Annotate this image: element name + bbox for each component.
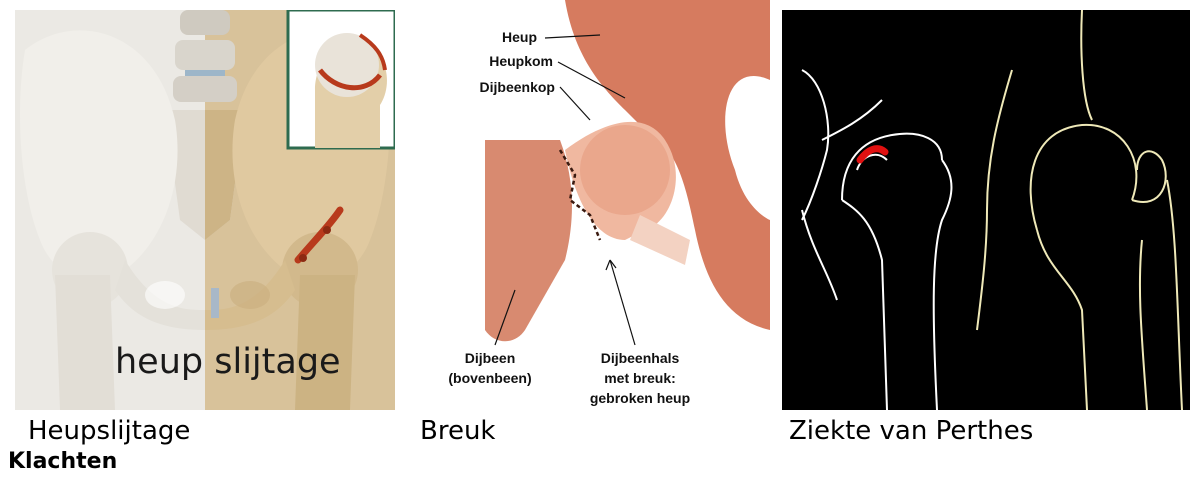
label-met-breuk: met breuk: [604, 370, 676, 386]
label-heupkom: Heupkom [489, 53, 553, 69]
label-dijbeen: Dijbeen [465, 350, 516, 366]
fracture-illustration: Heup Heupkom Dijbeenkop Dijbeen (bovenbe… [425, 0, 770, 420]
label-dijbeenhals: Dijbeenhals [601, 350, 680, 366]
label-heup: Heup [502, 29, 537, 45]
caption-ziekte-van-perthes: Ziekte van Perthes [789, 416, 1033, 446]
label-gebroken-heup: gebroken heup [590, 390, 690, 406]
label-dijbeenkop: Dijbeenkop [480, 79, 555, 95]
arthritis-image-label: heup slijtage [115, 342, 341, 382]
caption-breuk: Breuk [420, 416, 496, 446]
caption-heupslijtage: Heupslijtage [28, 416, 190, 446]
perthes-image [782, 10, 1190, 410]
label-bovenbeen: (bovenbeen) [448, 370, 531, 386]
section-heading: Klachten [8, 449, 117, 474]
perthes-xray-drawing [782, 10, 1190, 410]
hip-arthritis-image: heup slijtage [15, 10, 395, 410]
hip-fracture-image: Heup Heupkom Dijbeenkop Dijbeen (bovenbe… [425, 0, 770, 420]
